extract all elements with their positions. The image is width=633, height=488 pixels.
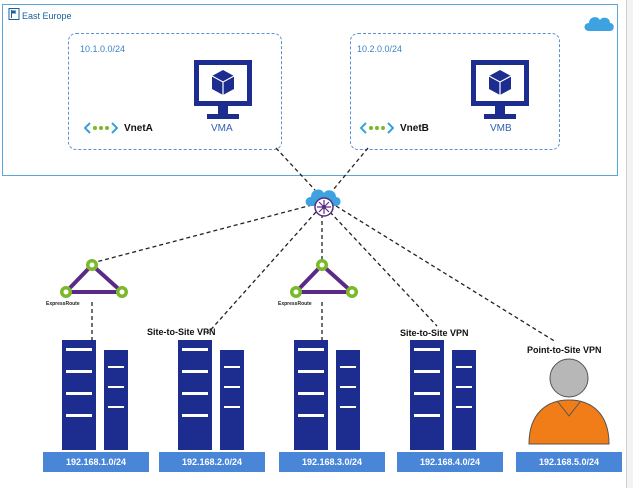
cloud-icon bbox=[584, 17, 614, 31]
user-icon bbox=[528, 358, 610, 445]
building-icon bbox=[178, 340, 244, 450]
expressroute-label: ExpressRoute bbox=[46, 301, 80, 307]
vnet-icon bbox=[360, 122, 394, 134]
right-panel-edge bbox=[626, 0, 633, 488]
building-icon bbox=[410, 340, 476, 450]
vm-a-name: VMA bbox=[211, 123, 233, 134]
vnet-a-name: VnetA bbox=[124, 123, 153, 134]
expressroute-icon bbox=[290, 259, 358, 298]
virtual-wan-hub-icon bbox=[305, 189, 341, 217]
site-to-site-vpn-label: Site-to-Site VPN bbox=[400, 328, 469, 338]
site-to-site-vpn-label: Site-to-Site VPN bbox=[147, 327, 216, 337]
vnet-icon bbox=[84, 122, 118, 134]
virtual-machine-icon bbox=[194, 60, 252, 119]
building-icon bbox=[294, 340, 360, 450]
region-title: East Europe bbox=[22, 11, 72, 21]
virtual-machine-icon bbox=[471, 60, 529, 119]
site-subnet-label: 192.168.2.0/24 bbox=[159, 452, 265, 472]
vnet-b-name: VnetB bbox=[400, 123, 429, 134]
building-icon bbox=[62, 340, 128, 450]
flag-icon bbox=[8, 8, 20, 20]
site-subnet-label: 192.168.3.0/24 bbox=[279, 452, 385, 472]
site-subnet-label: 192.168.1.0/24 bbox=[43, 452, 149, 472]
site-subnet-label: 192.168.4.0/24 bbox=[397, 452, 503, 472]
expressroute-label: ExpressRoute bbox=[278, 301, 312, 307]
vm-b-name: VMB bbox=[490, 123, 512, 134]
site-subnet-label: 192.168.5.0/24 bbox=[516, 452, 622, 472]
vnet-a-cidr: 10.1.0.0/24 bbox=[80, 44, 126, 54]
vnet-b-cidr: 10.2.0.0/24 bbox=[357, 44, 403, 54]
point-to-site-vpn-label: Point-to-Site VPN bbox=[527, 345, 602, 355]
expressroute-icon bbox=[60, 259, 128, 298]
